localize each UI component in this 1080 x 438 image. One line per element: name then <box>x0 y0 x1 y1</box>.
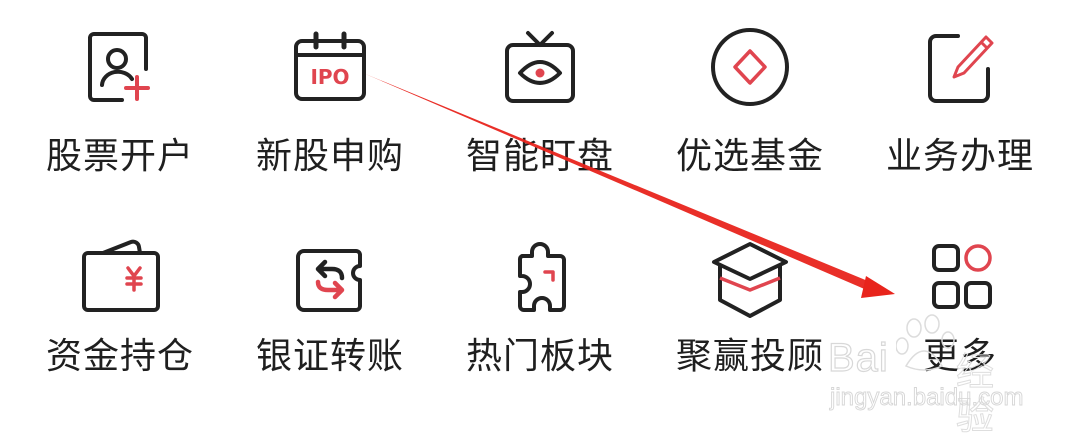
menu-item-label: 新股申购 <box>255 136 404 177</box>
menu-item-more[interactable]: 更多 <box>855 211 1065 435</box>
account-add-icon <box>80 27 160 107</box>
menu-item-bank-transfer[interactable]: 银证转账 <box>225 211 435 435</box>
graduation-cap-icon <box>710 238 790 318</box>
menu-item-selected-funds[interactable]: 优选基金 <box>645 0 855 211</box>
menu-item-funds-positions[interactable]: 资金持仓 <box>15 211 225 435</box>
svg-text:IPO: IPO <box>310 65 349 89</box>
more-grid-icon <box>920 238 1000 318</box>
menu-item-label: 银证转账 <box>255 336 404 377</box>
diamond-coin-icon <box>710 27 790 107</box>
menu-item-stock-account[interactable]: 股票开户 <box>15 0 225 211</box>
tv-eye-icon <box>500 27 580 107</box>
transfer-ticket-icon <box>290 238 370 318</box>
menu-item-label: 更多 <box>922 336 997 377</box>
menu-item-ipo-subscription[interactable]: IPO 新股申购 <box>225 0 435 211</box>
puzzle-icon <box>500 238 580 318</box>
wallet-yen-icon <box>80 238 160 318</box>
ipo-calendar-icon: IPO <box>290 27 370 107</box>
menu-item-label: 资金持仓 <box>45 336 194 377</box>
menu-item-smart-watch[interactable]: 智能盯盘 <box>435 0 645 211</box>
menu-item-label: 热门板块 <box>465 336 614 377</box>
menu-item-label: 聚赢投顾 <box>675 336 824 377</box>
function-menu-grid: 股票开户 IPO 新股申购 智能盯盘 <box>15 0 1065 435</box>
menu-item-label: 股票开户 <box>45 136 194 177</box>
menu-item-hot-sectors[interactable]: 热门板块 <box>435 211 645 435</box>
menu-item-advisor[interactable]: 聚赢投顾 <box>645 211 855 435</box>
menu-item-label: 业务办理 <box>885 136 1034 177</box>
edit-pencil-icon <box>920 27 1000 107</box>
menu-item-business-handling[interactable]: 业务办理 <box>855 0 1065 211</box>
menu-item-label: 优选基金 <box>675 136 824 177</box>
menu-item-label: 智能盯盘 <box>465 136 614 177</box>
